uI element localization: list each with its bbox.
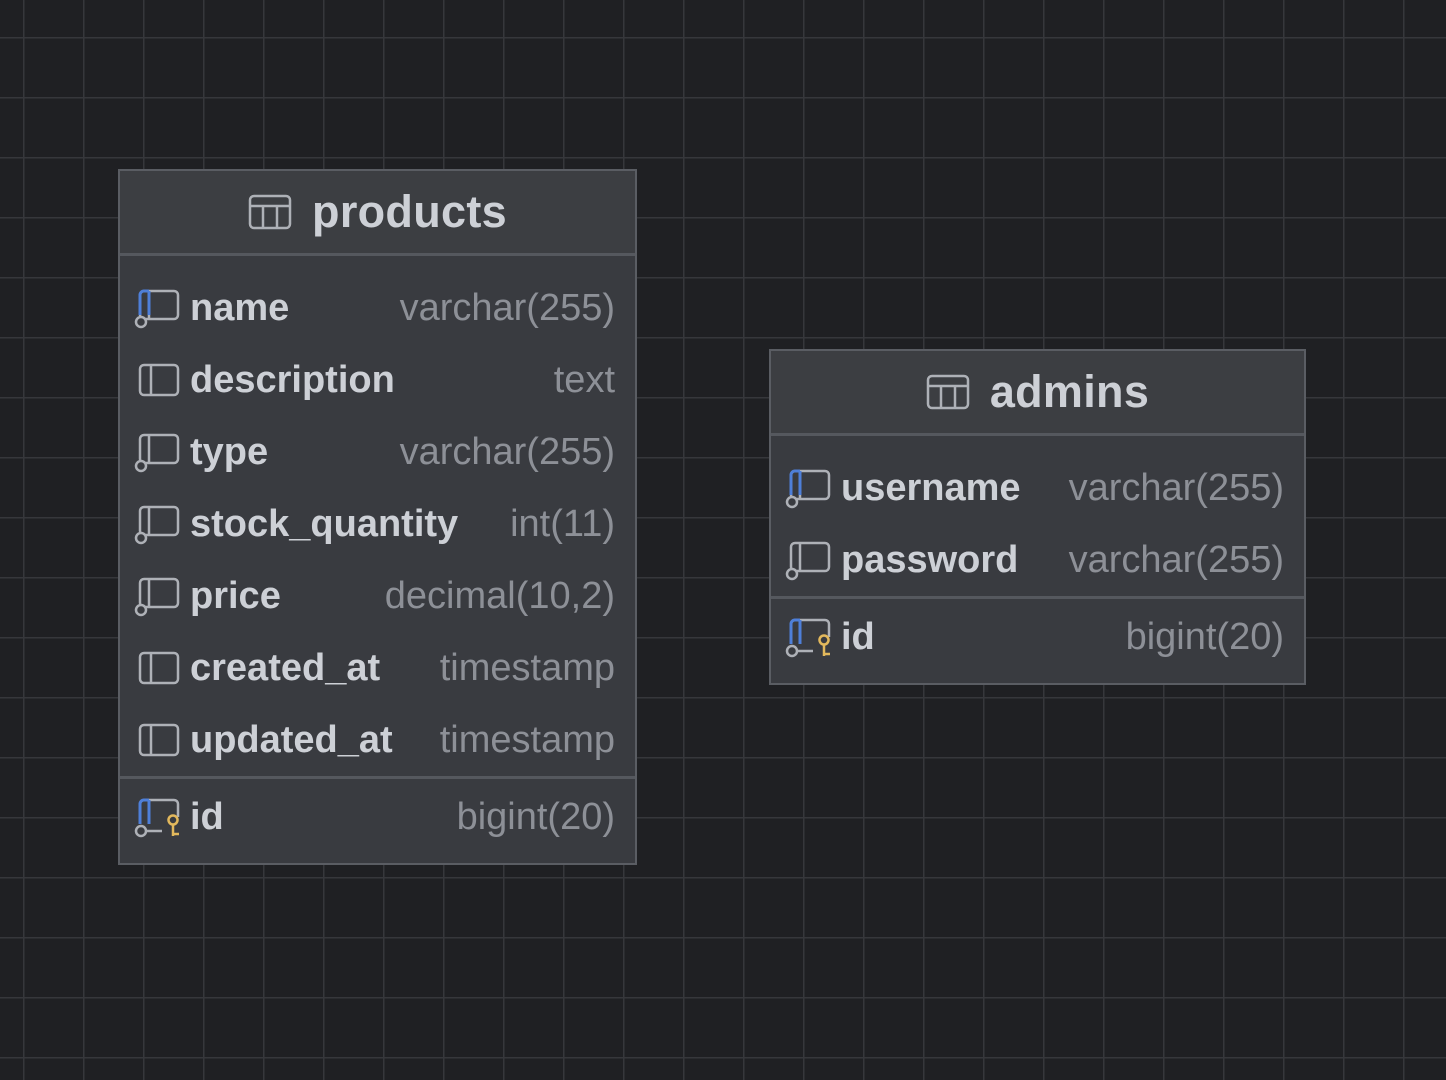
primary-key-row[interactable]: id bigint(20) [120, 781, 635, 853]
column-name: id [190, 795, 224, 838]
table-icon [926, 374, 970, 410]
column-type: bigint(20) [456, 795, 615, 838]
column-type: varchar(255) [399, 286, 615, 329]
column-notnull-icon [134, 505, 180, 545]
column-row[interactable]: username varchar(255) [771, 452, 1304, 524]
column-row[interactable]: created_at timestamp [120, 632, 635, 704]
column-name: stock_quantity [190, 502, 459, 545]
column-icon [138, 363, 180, 397]
table-header: products [120, 171, 635, 256]
column-indexed-icon [134, 289, 180, 329]
column-type: varchar(255) [1068, 466, 1284, 509]
primary-key-section: id bigint(20) [771, 596, 1304, 673]
column-name: type [190, 430, 269, 473]
table-title: admins [989, 366, 1150, 417]
column-notnull-icon [134, 433, 180, 473]
column-type: text [553, 358, 615, 401]
table-products[interactable]: products name varchar(255) description t… [118, 169, 637, 865]
column-type: varchar(255) [1068, 538, 1284, 581]
column-name: price [190, 574, 281, 617]
primary-key-section: id bigint(20) [120, 776, 635, 853]
column-name: id [841, 615, 875, 658]
column-type: timestamp [439, 718, 615, 761]
column-row[interactable]: name varchar(255) [120, 272, 635, 344]
column-list: name varchar(255) description text type … [120, 256, 635, 776]
column-row[interactable]: updated_at timestamp [120, 704, 635, 776]
primary-key-icon [785, 618, 831, 658]
column-row[interactable]: description text [120, 344, 635, 416]
column-notnull-icon [134, 577, 180, 617]
primary-key-row[interactable]: id bigint(20) [771, 601, 1304, 673]
column-type: int(11) [510, 502, 615, 545]
table-icon [248, 194, 292, 230]
column-type: timestamp [439, 646, 615, 689]
column-icon [138, 723, 180, 757]
column-name: username [841, 466, 1021, 509]
column-row[interactable]: password varchar(255) [771, 524, 1304, 596]
column-name: created_at [190, 646, 381, 689]
column-row[interactable]: type varchar(255) [120, 416, 635, 488]
primary-key-icon [134, 798, 180, 838]
column-type: decimal(10,2) [384, 574, 615, 617]
table-header: admins [771, 351, 1304, 436]
column-name: updated_at [190, 718, 393, 761]
column-type: bigint(20) [1125, 615, 1284, 658]
column-name: password [841, 538, 1019, 581]
column-name: description [190, 358, 395, 401]
column-row[interactable]: price decimal(10,2) [120, 560, 635, 632]
table-title: products [312, 186, 507, 237]
column-type: varchar(255) [399, 430, 615, 473]
table-admins[interactable]: admins username varchar(255) password va… [769, 349, 1306, 685]
column-name: name [190, 286, 290, 329]
column-indexed-icon [785, 469, 831, 509]
column-icon [138, 651, 180, 685]
column-list: username varchar(255) password varchar(2… [771, 436, 1304, 596]
column-notnull-icon [785, 541, 831, 581]
column-row[interactable]: stock_quantity int(11) [120, 488, 635, 560]
